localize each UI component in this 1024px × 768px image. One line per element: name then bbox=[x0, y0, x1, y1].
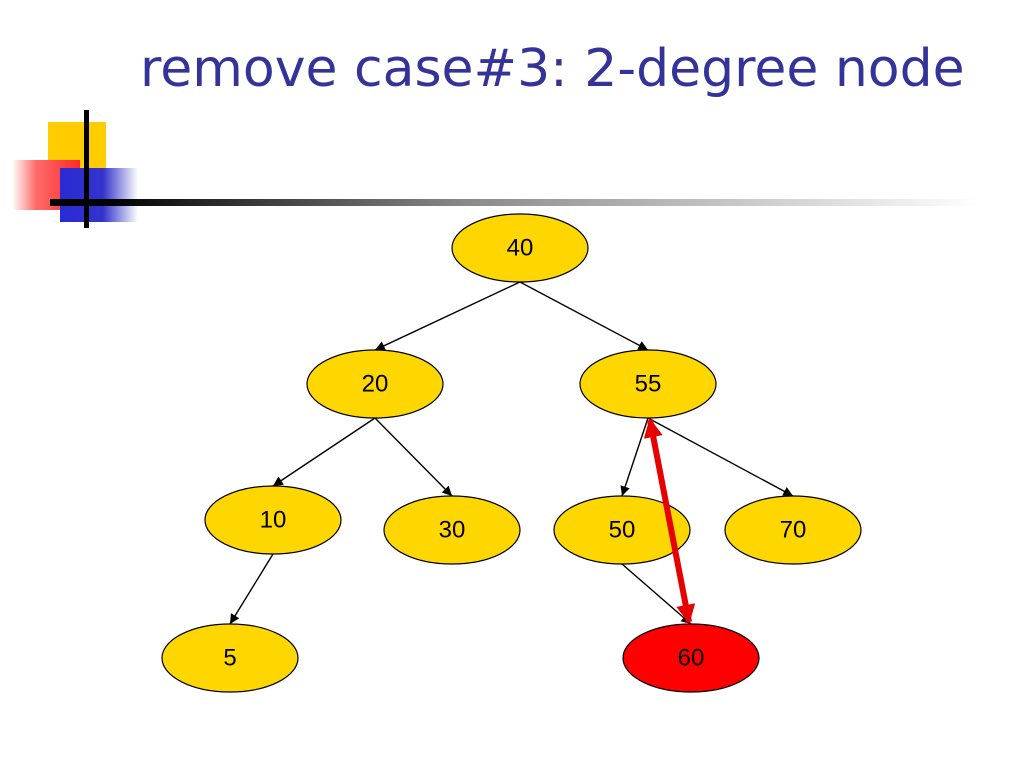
tree-node-55: 55 bbox=[579, 349, 717, 419]
node-label: 20 bbox=[362, 371, 389, 398]
tree-node-70: 70 bbox=[724, 495, 862, 565]
node-label: 40 bbox=[507, 235, 534, 262]
swap-arrow bbox=[643, 418, 696, 624]
edge-40-20 bbox=[374, 281, 521, 351]
edge-10-5 bbox=[229, 553, 274, 625]
edge-55-50 bbox=[620, 417, 649, 497]
title-divider bbox=[50, 199, 980, 206]
node-ellipse bbox=[204, 485, 342, 555]
edge-40-55 bbox=[519, 281, 649, 351]
logo-blue-block bbox=[60, 168, 138, 222]
node-ellipse bbox=[451, 213, 589, 283]
node-label: 50 bbox=[609, 517, 636, 544]
nodes-layer: 40 20 55 10 30 50 70 5 60 bbox=[161, 213, 862, 693]
node-label: 30 bbox=[439, 517, 466, 544]
node-label: 5 bbox=[223, 645, 236, 672]
tree-node-30: 30 bbox=[383, 495, 521, 565]
node-ellipse bbox=[383, 495, 521, 565]
tree-node-10: 10 bbox=[204, 485, 342, 555]
node-ellipse bbox=[724, 495, 862, 565]
edges-layer bbox=[229, 281, 794, 625]
slide-title: remove case#3: 2-degree node bbox=[140, 39, 965, 99]
node-ellipse bbox=[579, 349, 717, 419]
tree-node-40: 40 bbox=[451, 213, 589, 283]
node-label: 70 bbox=[780, 517, 807, 544]
node-ellipse bbox=[622, 623, 760, 693]
logo-vertical-line bbox=[84, 110, 89, 228]
edge-20-10 bbox=[272, 417, 376, 487]
edge-55-70 bbox=[647, 417, 794, 497]
node-ellipse bbox=[161, 623, 299, 693]
tree-node-60: 60 bbox=[622, 623, 760, 693]
swap-layer bbox=[643, 418, 696, 624]
tree-node-5: 5 bbox=[161, 623, 299, 693]
node-label: 10 bbox=[260, 507, 287, 534]
node-label: 60 bbox=[678, 645, 705, 672]
tree-node-20: 20 bbox=[306, 349, 444, 419]
node-ellipse bbox=[306, 349, 444, 419]
node-label: 55 bbox=[635, 371, 662, 398]
edge-20-30 bbox=[374, 417, 453, 497]
